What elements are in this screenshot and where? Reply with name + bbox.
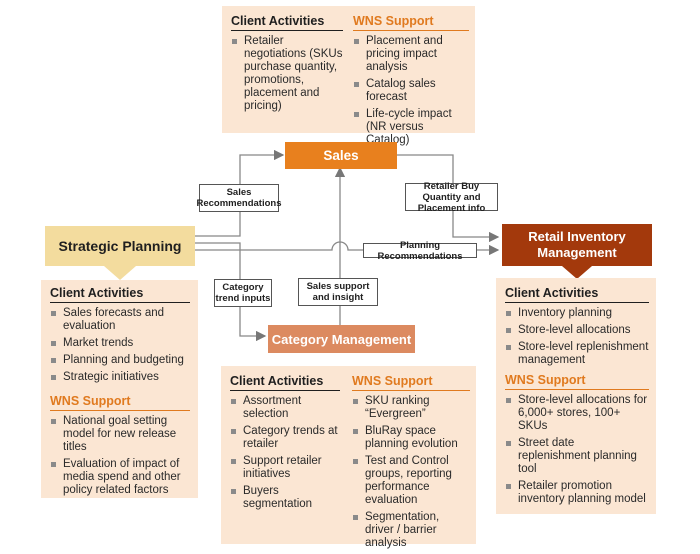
list-item: Retailer promotion inventory planning mo… xyxy=(505,480,649,506)
list-item: Category trends at retailer xyxy=(230,425,340,451)
list-item: Retailer negotiations (SKUs purchase qua… xyxy=(231,35,343,113)
retail-panel: Client Activities Inventory planning Sto… xyxy=(496,278,656,514)
strategic-wns-header: WNS Support xyxy=(50,394,190,411)
category-wns-header: WNS Support xyxy=(352,374,470,391)
sales-client-header: Client Activities xyxy=(231,14,343,31)
list-item: Segmentation, driver / barrier analysis xyxy=(352,511,470,550)
list-item: Market trends xyxy=(50,337,190,350)
list-item: Store-level allocations xyxy=(505,324,649,337)
list-item: National goal setting model for new rele… xyxy=(50,415,190,454)
category-title: Category Management xyxy=(271,331,412,347)
label-sales-support: Sales support and insight xyxy=(298,278,378,306)
strategic-planning-box: Strategic Planning xyxy=(45,226,195,266)
sales-box: Sales xyxy=(285,142,397,169)
list-item: Planning and budgeting xyxy=(50,354,190,367)
sales-panel: Client Activities Retailer negotiations … xyxy=(222,6,475,146)
sales-wns-header: WNS Support xyxy=(353,14,469,31)
category-panel: Client Activities Assortment selection C… xyxy=(221,366,476,549)
list-item: Support retailer initiatives xyxy=(230,455,340,481)
list-item: Catalog sales forecast xyxy=(353,78,469,104)
list-item: Evaluation of impact of media spend and … xyxy=(50,458,190,497)
list-item: Test and Control groups, reporting perfo… xyxy=(352,455,470,507)
list-item: Strategic initiatives xyxy=(50,371,190,384)
list-item: Placement and pricing impact analysis xyxy=(353,35,469,74)
list-item: Inventory planning xyxy=(505,307,649,320)
list-item: Sales forecasts and evaluation xyxy=(50,307,190,333)
retail-client-header: Client Activities xyxy=(505,286,649,303)
strategic-client-header: Client Activities xyxy=(50,286,190,303)
strategic-panel: Client Activities Sales forecasts and ev… xyxy=(41,280,198,498)
list-item: SKU ranking “Evergreen” xyxy=(352,395,470,421)
list-item: BluRay space planning evolution xyxy=(352,425,470,451)
list-item: Store-level allocations for 6,000+ store… xyxy=(505,394,649,433)
retail-title: Retail Inventory Management xyxy=(528,229,626,260)
retail-wns-header: WNS Support xyxy=(505,373,649,390)
label-sales-recommendations: Sales Recommendations xyxy=(197,184,282,212)
label-category-trend: Category trend inputs xyxy=(214,279,272,307)
list-item: Buyers segmentation xyxy=(230,485,340,511)
category-client-header: Client Activities xyxy=(230,374,340,391)
label-planning-recommendations: Planning Recommendations xyxy=(363,240,477,262)
sales-title: Sales xyxy=(323,148,359,163)
label-retailer-buy: Retailer Buy Quantity and Placement info xyxy=(405,181,498,214)
category-management-box: Category Management xyxy=(268,325,415,353)
list-item: Street date replenishment planning tool xyxy=(505,437,649,476)
list-item: Store-level replenishment management xyxy=(505,341,649,367)
strategic-title: Strategic Planning xyxy=(58,238,182,254)
retail-inventory-box: Retail Inventory Management xyxy=(502,224,652,266)
list-item: Assortment selection xyxy=(230,395,340,421)
